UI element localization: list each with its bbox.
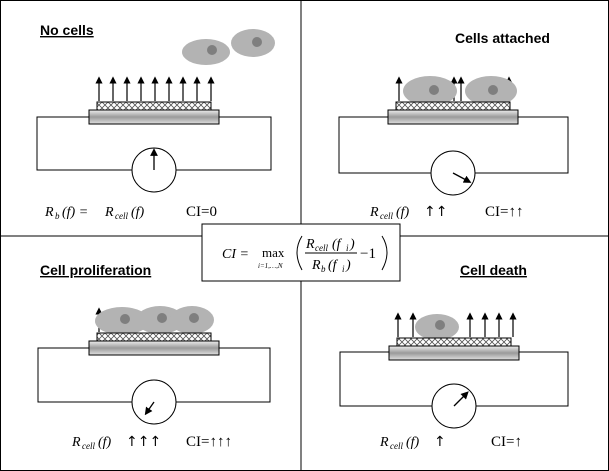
- den-tail: (f: [328, 258, 339, 273]
- circuit-wire: [176, 116, 272, 171]
- electrode: [387, 109, 519, 125]
- ci-value: CI=↑↑: [485, 204, 523, 220]
- den-close: ): [345, 258, 351, 273]
- den-r: R: [311, 258, 321, 273]
- num-sub: cell: [315, 243, 328, 253]
- electrode: [88, 109, 220, 125]
- panel-title: Cells attached: [455, 30, 550, 46]
- meter-needle: [453, 391, 469, 407]
- formula-minus: −1: [360, 246, 376, 262]
- num-r: R: [305, 237, 315, 252]
- electrode-coating: [96, 101, 212, 111]
- formula-tail: (f): [406, 435, 420, 450]
- panel-title: Cell death: [460, 262, 527, 278]
- formula-rcell: R: [369, 205, 379, 220]
- formula-sub: b: [55, 211, 60, 221]
- num-close: ): [349, 237, 355, 252]
- formula-max: max: [262, 245, 285, 260]
- formula-mid: (f) =: [62, 205, 88, 220]
- cell-nucleus: [488, 85, 498, 95]
- ci-value: CI=0: [186, 204, 217, 220]
- circuit-wire: [476, 351, 569, 407]
- den-sub: b: [321, 264, 326, 274]
- circuit-wire: [36, 116, 132, 171]
- formula-rb: R: [44, 205, 54, 220]
- electrode-coating: [396, 337, 512, 347]
- panel-no-cells: No cells R b (f) = R cell (f) CI=0: [36, 22, 275, 221]
- circuit-wire: [475, 116, 569, 174]
- electrode: [388, 345, 520, 361]
- formula-rcell: R: [71, 435, 81, 450]
- num-tail: (f: [332, 237, 343, 252]
- formula-max-sub: i=1,…,N: [258, 262, 283, 270]
- formula-tail: (f): [131, 205, 145, 220]
- arrows-text: ↑: [434, 434, 446, 450]
- cell-nucleus: [120, 314, 130, 324]
- cell-nucleus: [189, 313, 199, 323]
- panel-title: Cell proliferation: [40, 262, 151, 278]
- ci-value: CI=↑↑↑: [186, 434, 232, 450]
- ci-value: CI=↑: [491, 434, 522, 450]
- cell-nucleus: [252, 37, 262, 47]
- cell-nucleus: [429, 85, 439, 95]
- electrode-coating: [96, 332, 212, 342]
- circuit-wire: [339, 351, 432, 407]
- formula-sub: cell: [115, 211, 128, 221]
- meter-needle: [452, 172, 472, 183]
- arrows-text: ↑↑: [424, 204, 447, 220]
- arrows-text: ↑↑↑: [126, 434, 161, 450]
- meter-needle: [144, 401, 155, 416]
- formula-sub: cell: [390, 441, 403, 451]
- electrode: [88, 340, 220, 356]
- cell: [182, 39, 230, 65]
- cell-nucleus: [435, 320, 445, 330]
- formula-tail: (f): [98, 435, 112, 450]
- current-arrows: [109, 76, 215, 101]
- electrode-coating: [395, 101, 511, 111]
- cell-nucleus: [157, 313, 167, 323]
- panel-cell-proliferation: Cell proliferation R cell (f) ↑↑↑ CI=↑↑↑: [37, 262, 271, 451]
- panel-cell-death: Cell death R cell (f) ↑ CI=↑: [339, 262, 569, 451]
- formula-rcell: R: [379, 435, 389, 450]
- circuit-wire: [37, 347, 132, 403]
- formula-tail: (f): [396, 205, 410, 220]
- formula-sub: cell: [82, 441, 95, 451]
- circuit-wire: [176, 347, 271, 403]
- cell-nucleus: [207, 45, 217, 55]
- circuit-wire: [338, 116, 431, 174]
- center-formula: CI = max i=1,…,N R cell (f i ) R b (f i …: [201, 223, 401, 282]
- num-i: i: [346, 243, 349, 253]
- paren-right: [381, 235, 388, 271]
- current-arrows: [394, 312, 517, 337]
- formula-lhs: CI =: [222, 247, 249, 262]
- paren-left: [296, 235, 303, 271]
- formula-rcell: R: [104, 205, 114, 220]
- formula-box: [201, 223, 401, 282]
- panel-cells-attached: Cells attached R cell (f) ↑↑ CI=↑↑: [338, 30, 569, 221]
- formula-sub: cell: [380, 211, 393, 221]
- den-i: i: [342, 264, 345, 274]
- panel-title: No cells: [40, 22, 94, 38]
